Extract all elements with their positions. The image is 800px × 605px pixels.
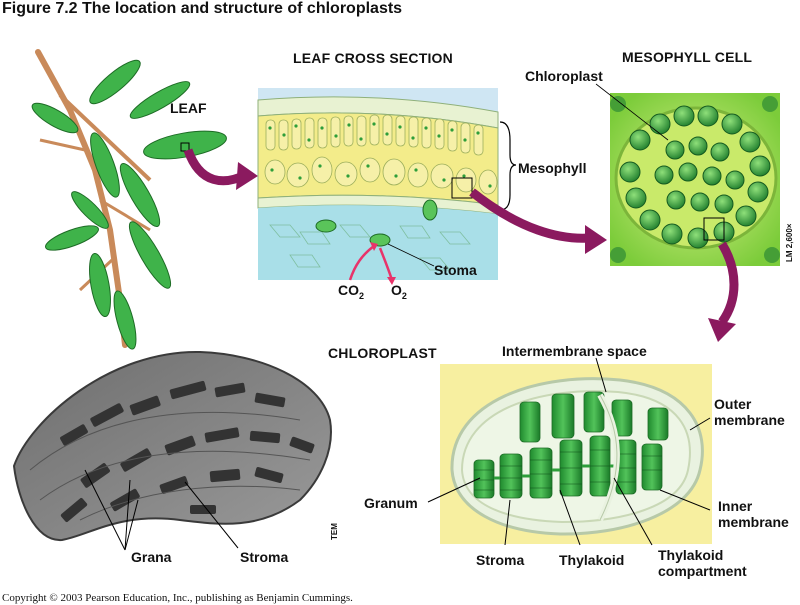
outer-membrane-label-line1: Outer (714, 396, 752, 412)
tem-label: TEM (330, 523, 339, 540)
co2-text: CO (338, 282, 359, 298)
stroma-label-diagram: Stroma (476, 552, 525, 568)
thylakoid-compartment-label-line1: Thylakoid (658, 547, 724, 563)
tem-micrograph (12, 350, 332, 551)
mesophyll-cell-header: MESOPHYLL CELL (622, 49, 753, 65)
stoma-label: Stoma (434, 262, 477, 278)
o2-text: O (391, 282, 402, 298)
inner-membrane-label-line2: membrane (718, 514, 789, 530)
mesophyll-label: Mesophyll (518, 160, 587, 176)
o2-subscript: 2 (401, 290, 407, 301)
leaf-label: LEAF (170, 100, 207, 116)
inner-membrane-label-line1: Inner (718, 498, 753, 514)
mesophyll-cell-micrograph (595, 83, 780, 266)
leaf-cross-section (257, 88, 517, 285)
outer-membrane-label-line2: membrane (714, 412, 785, 428)
arrow-to-cross-section (236, 162, 258, 190)
chloroplast-header: CHLOROPLAST (328, 345, 437, 361)
figure-title: Figure 7.2 The location and structure of… (2, 0, 403, 17)
copyright-notice: Copyright © 2003 Pearson Education, Inc.… (2, 592, 353, 604)
thylakoid-label: Thylakoid (559, 552, 625, 568)
arrow-to-mesophyll-cell (585, 225, 607, 254)
arrow-to-chloroplast (708, 318, 736, 342)
grana-label: Grana (131, 549, 172, 565)
chloroplast-diagram (427, 357, 712, 546)
leaf-branch (31, 49, 227, 350)
magnification-label: LM 2,600× (785, 223, 794, 262)
chloroplast-pointer-label: Chloroplast (525, 68, 603, 84)
granum-label: Granum (364, 495, 418, 511)
intermembrane-space-label: Intermembrane space (502, 343, 647, 359)
stroma-label-tem: Stroma (240, 549, 289, 565)
cross-section-header: LEAF CROSS SECTION (293, 50, 453, 66)
o2-label: O2 (391, 282, 407, 301)
thylakoid-compartment-label-line2: compartment (658, 563, 747, 579)
co2-label: CO2 (338, 282, 364, 301)
co2-subscript: 2 (359, 290, 365, 301)
